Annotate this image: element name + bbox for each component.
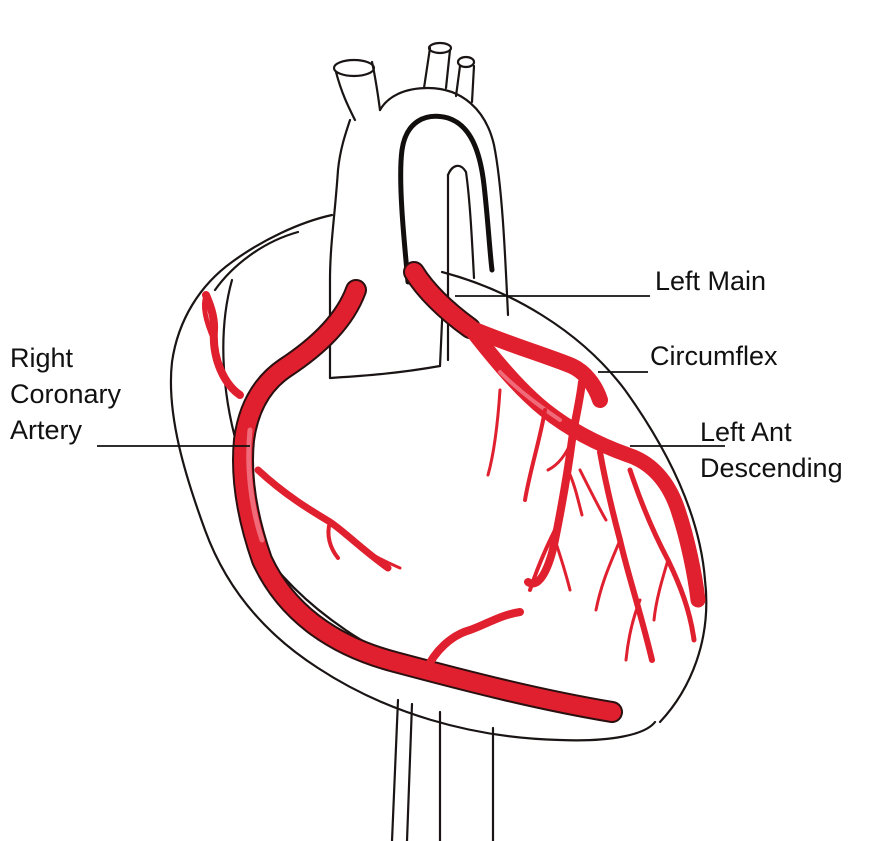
lad-diagonal-1 [597, 449, 655, 663]
label-right-coronary-artery: Right Coronary Artery [10, 340, 121, 448]
lad-branch-twig-1 [594, 538, 622, 612]
label-lad-line-1: Left Ant [700, 417, 792, 447]
carotid-trunk-right [444, 48, 452, 90]
label-left-main: Left Main [655, 266, 767, 296]
lad-branch-twig-3 [652, 558, 670, 622]
inferior-vena-cava-right [405, 702, 414, 841]
rca-marginal-twig-2 [350, 538, 402, 570]
right-atrium-contour [213, 230, 300, 292]
inferior-vessels [390, 698, 495, 841]
subclavian-left [454, 64, 462, 98]
left-coronary-system [403, 261, 706, 663]
lad-highlight [498, 370, 562, 422]
brachiocephalic-left [334, 70, 357, 122]
carotid-opening [427, 41, 453, 55]
great-vessels [328, 41, 510, 380]
heart-right-contour [440, 270, 708, 724]
aorta-left-wall [328, 118, 352, 380]
pulmonary-trunk-loop [398, 113, 495, 285]
subclavian-opening [456, 55, 476, 69]
label-rca-line-1: Right [10, 343, 74, 373]
circumflex-twig-2 [566, 468, 584, 517]
circumflex-obtuse-marginal [524, 378, 586, 588]
lad-septal-1 [523, 408, 547, 502]
rca-main-trunk [233, 281, 621, 721]
label-left-anterior-descending: Left Ant Descending [700, 414, 843, 486]
left-main-trunk [405, 263, 479, 337]
pulmonary-inner-wall [446, 164, 476, 280]
label-rca-line-2: Coronary [10, 379, 122, 409]
circumflex-artery [462, 320, 608, 408]
carotid-trunk-left [422, 46, 432, 90]
subclavian-right [470, 64, 476, 104]
inferior-vena-cava-left [390, 698, 400, 841]
lad-artery [462, 320, 706, 608]
heart-outer-contour [169, 213, 657, 742]
rca-posterior-descending [421, 608, 524, 676]
circumflex-twig-3 [553, 538, 572, 592]
rca-conus-branch [202, 291, 244, 399]
lad-branch-twig-4 [578, 468, 608, 522]
aortic-arch [378, 86, 510, 317]
lad-branch-twig-2 [624, 598, 642, 662]
aorta-root-base [328, 364, 442, 380]
lad-septal-2 [528, 518, 562, 592]
right-coronary-artery [201, 279, 623, 723]
label-lad-line-2: Descending [700, 453, 843, 483]
label-circumflex: Circumflex [650, 341, 778, 371]
brachiocephalic-opening [332, 58, 376, 78]
label-rca-line-3: Artery [10, 415, 83, 445]
rca-marginal-twig-1 [326, 520, 340, 560]
rca-highlight [246, 427, 265, 543]
leader-lines [97, 295, 725, 447]
rca-atrial-branch [201, 293, 217, 343]
circumflex-twig-1 [546, 438, 574, 472]
left-atrial-branch [486, 388, 502, 477]
